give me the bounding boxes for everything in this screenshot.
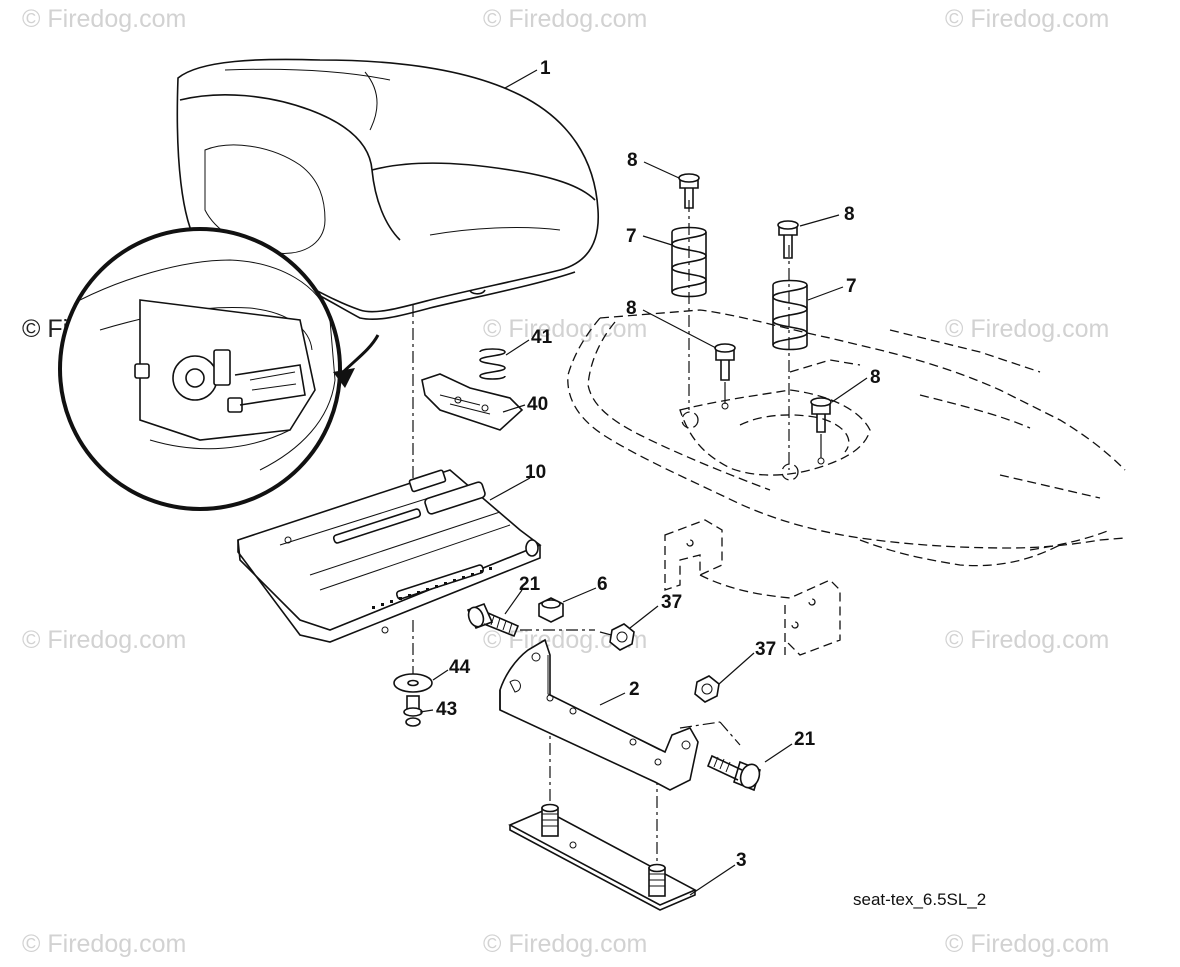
assembly-center-lines	[412, 200, 790, 870]
spring-left	[671, 226, 707, 298]
bolt-8-right-top	[777, 220, 799, 259]
callout-37: 37	[661, 592, 682, 613]
plate-stud-left	[541, 803, 559, 837]
callout-1: 1	[540, 58, 551, 79]
callout-7: 7	[846, 276, 857, 297]
watermark: © Firedog.com	[945, 626, 1109, 654]
callout-8: 8	[870, 367, 881, 388]
locknut-37-lower	[694, 675, 720, 703]
watermark: © Firedog.com	[22, 626, 186, 654]
watermark: © Firedog.com	[22, 930, 186, 958]
callout-7: 7	[626, 226, 637, 247]
tractor-frame-outline	[567, 309, 1126, 567]
screw-43	[403, 695, 423, 727]
nut-6	[538, 597, 564, 623]
callout-37: 37	[755, 639, 776, 660]
watermark: © Firedog.com	[945, 5, 1109, 33]
leader-lines	[419, 69, 868, 896]
callout-8: 8	[627, 150, 638, 171]
callout-10: 10	[525, 462, 546, 483]
callout-6: 6	[597, 574, 608, 595]
watermark: © Firedog.com	[945, 315, 1109, 343]
frame-mounting-bracket	[664, 519, 841, 656]
plate-stud-right	[648, 863, 666, 897]
callout-43: 43	[436, 699, 457, 720]
watermark: © Firedog.com	[483, 315, 647, 343]
callout-21: 21	[794, 729, 816, 750]
locknut-37-upper	[609, 623, 635, 651]
slide-plate-3	[508, 803, 697, 911]
seat-bracket-10	[237, 469, 542, 643]
callout-8: 8	[844, 204, 855, 225]
bolt-8-right-lower	[810, 397, 832, 465]
callout-2: 2	[629, 679, 640, 700]
callout-44: 44	[449, 657, 471, 678]
washer-44	[393, 673, 433, 693]
seat-pan-2	[499, 638, 699, 791]
callout-40: 40	[527, 394, 548, 415]
callout-21: 21	[519, 574, 541, 595]
bolt-21-upper	[466, 602, 520, 638]
bolt-8-left-lower	[714, 343, 736, 410]
watermark: © Firedog.com	[22, 5, 186, 33]
adjustment-holes	[372, 567, 492, 609]
callout-labels: 1 8 8 7 7 8 8 41 40 10 21 6 37 37 2 44 4…	[436, 58, 881, 871]
spring-right	[772, 279, 808, 351]
diagram-code: seat-tex_6.5SL_2	[853, 890, 986, 909]
callout-3: 3	[736, 850, 747, 871]
bolt-21-lower	[706, 754, 761, 792]
watermark: © Firedog.com	[483, 5, 647, 33]
retainer-40	[421, 373, 524, 431]
inset-detail	[58, 227, 380, 511]
watermark: © Firedog.com	[945, 930, 1109, 958]
callout-8: 8	[626, 298, 637, 319]
callout-41: 41	[531, 327, 553, 348]
small-spring-41	[479, 348, 506, 380]
watermark: © Firedog.com	[483, 930, 647, 958]
